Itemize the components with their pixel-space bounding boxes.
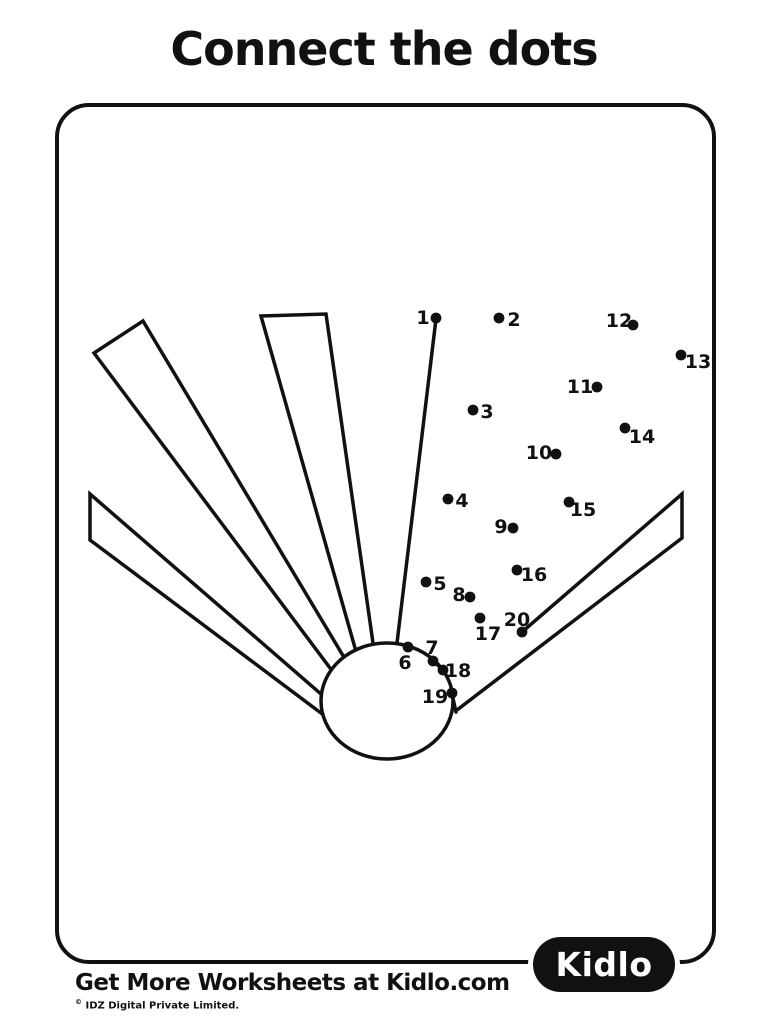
sun-ray-right — [455, 490, 684, 712]
dot-label-5: 5 — [433, 573, 446, 595]
dot-12 — [627, 319, 639, 331]
dot-label-18: 18 — [445, 660, 471, 682]
drawn-line-1 — [395, 317, 438, 645]
dot-label-11: 11 — [567, 376, 593, 398]
dot-3 — [467, 404, 479, 416]
dot-9 — [507, 522, 519, 534]
dot-11 — [591, 381, 603, 393]
dot-label-6: 6 — [398, 652, 411, 674]
dot-14 — [619, 422, 631, 434]
page-title: Connect the dots — [170, 22, 598, 76]
kidlo-logo-text: Kidlo — [555, 945, 653, 984]
kidlo-logo: Kidlo — [533, 937, 675, 992]
dot-8 — [464, 591, 476, 603]
dot-4 — [442, 493, 454, 505]
dot-16 — [511, 564, 523, 576]
dot-label-12: 12 — [606, 310, 632, 332]
footer-copyright: © IDZ Digital Private Limited. — [75, 998, 239, 1011]
dot-5 — [420, 576, 432, 588]
dot-13 — [675, 349, 687, 361]
dot-18 — [437, 664, 449, 676]
dot-label-17: 17 — [475, 623, 501, 645]
worksheet-border — [55, 103, 716, 964]
dot-19 — [446, 687, 458, 699]
dot-label-4: 4 — [455, 490, 468, 512]
dot-label-20: 20 — [504, 609, 530, 631]
dot-label-1: 1 — [416, 307, 429, 329]
dot-label-2: 2 — [507, 309, 520, 331]
dot-1 — [430, 312, 442, 324]
dot-label-8: 8 — [452, 584, 465, 606]
dot-label-19: 19 — [422, 686, 448, 708]
dot-17 — [474, 612, 486, 624]
footer-promo-text: Get More Worksheets at Kidlo.com — [75, 970, 510, 996]
dot-2 — [493, 312, 505, 324]
dot-label-9: 9 — [494, 516, 507, 538]
copyright-text: IDZ Digital Private Limited. — [85, 1000, 240, 1012]
dot-10 — [550, 448, 562, 460]
dot-label-13: 13 — [685, 351, 711, 373]
dot-label-15: 15 — [570, 499, 596, 521]
dot-label-14: 14 — [629, 426, 655, 448]
dot-15 — [563, 496, 575, 508]
dot-label-10: 10 — [526, 442, 552, 464]
dot-6 — [402, 641, 414, 653]
dot-label-7: 7 — [425, 637, 438, 659]
copyright-symbol: © — [75, 998, 82, 1006]
dot-20 — [516, 626, 528, 638]
sun-ray-3 — [258, 312, 376, 658]
dot-label-16: 16 — [521, 564, 547, 586]
dot-7 — [427, 655, 439, 667]
dot-label-3: 3 — [480, 401, 493, 423]
